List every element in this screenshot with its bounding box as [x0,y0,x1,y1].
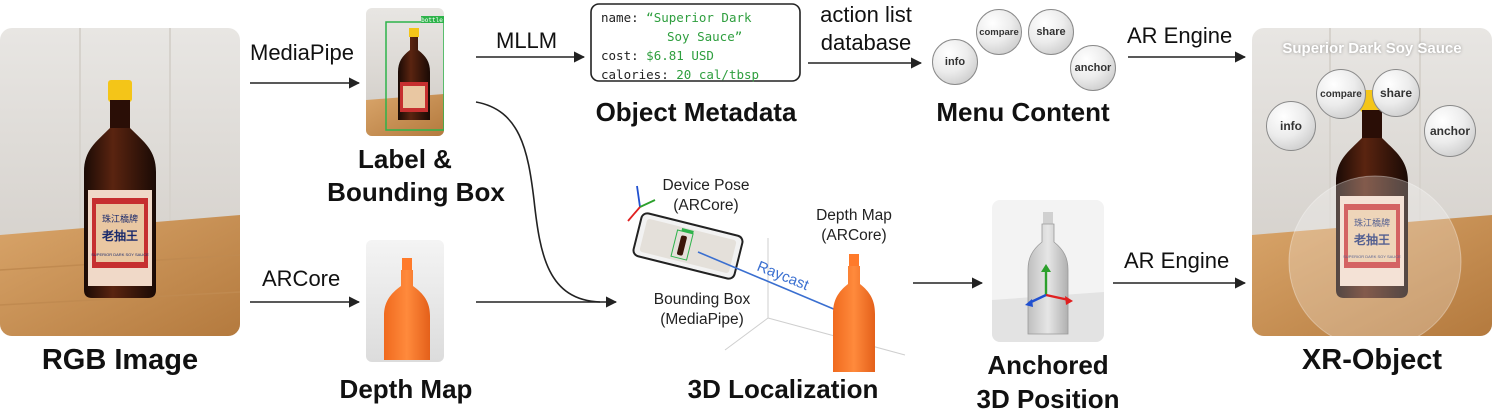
stage-menu-content: Menu Content [936,97,1110,127]
device-pose-label-2: (ARCore) [673,197,739,214]
metadata-calories-key: calories: [601,67,669,82]
bbox-mediapipe-label-1: Bounding Box [653,291,751,308]
metadata-content: name: “Superior Dark Soy Sauce” cost: $6… [601,8,797,84]
xr-info-label: info [1280,119,1302,133]
stage-anchored-1: Anchored [987,350,1109,380]
stage-label-bbox-1: Label & [358,144,452,174]
depth-map-arcore-label-2: (ARCore) [821,227,887,244]
xr-object-photo: 珠江橋牌 老抽王 SUPERIOR DARK SOY SAUCE [1252,28,1492,336]
menu-anchor-label: anchor [1074,62,1112,74]
device-pose-label-1: Device Pose [662,177,750,194]
detection-class-label: bottle [421,17,443,24]
metadata-name-value-2: Soy Sauce” [667,29,743,44]
xr-anchor-label: anchor [1429,124,1470,138]
edge-action-list-1: action list [820,2,912,27]
stage-xr-object: XR-Object [1301,344,1443,376]
metadata-calories-value: 20 cal/tbsp [676,67,760,82]
stage-3d-localization: 3D Localization [687,374,879,404]
raycast-label: Raycast [755,258,812,294]
stage-object-metadata: Object Metadata [595,97,797,127]
metadata-name-cont-row: Soy Sauce” [601,27,797,46]
xr-bottle-chinese-1: 珠江橋牌 [1354,217,1390,229]
xr-share-bubble[interactable]: share [1372,69,1420,117]
rgb-bottle-english: SUPERIOR DARK SOY SAUCE [91,252,149,257]
edge-action-list-2: database [820,30,912,55]
menu-compare-bubble[interactable]: compare [976,9,1022,55]
metadata-box [590,3,801,82]
edge-arcore: ARCore [262,266,341,291]
menu-anchor-bubble[interactable]: anchor [1070,45,1116,91]
menu-info-bubble[interactable]: info [932,39,978,85]
anchored-position-panel [992,200,1104,342]
edge-mllm: MLLM [496,28,558,53]
xr-compare-label: compare [1320,88,1362,100]
stage-depth-map: Depth Map [339,374,473,404]
xr-info-bubble[interactable]: info [1266,101,1316,151]
xr-anchor-bubble[interactable]: anchor [1424,105,1476,157]
rgb-bottle-chinese-2: 老抽王 [102,228,138,243]
edge-ar-engine-bottom: AR Engine [1124,248,1230,273]
depth-map-arcore-label-1: Depth Map [816,207,892,224]
bbox-to-localization-curve [475,101,601,303]
xr-share-label: share [1379,86,1413,100]
xr-bottle-chinese-2: 老抽王 [1354,232,1390,247]
xr-bottle-english: SUPERIOR DARK SOY SAUCE [1343,254,1401,259]
xr-anchor-halo [1288,175,1462,336]
rgb-image-photo: 珠江橋牌 老抽王 SUPERIOR DARK SOY SAUCE [0,28,240,336]
menu-share-bubble[interactable]: share [1028,9,1074,55]
depth-map-thumbnail [366,240,444,362]
menu-share-label: share [1036,26,1066,38]
metadata-name-key: name: [601,10,639,25]
menu-compare-label: compare [979,26,1019,38]
bounding-box-thumbnail: bottle [366,8,444,136]
stage-anchored-2: 3D Position [976,384,1120,414]
menu-info-label: info [944,56,966,68]
metadata-cost-row: cost: $6.81 USD [601,46,797,65]
xr-compare-bubble[interactable]: compare [1316,69,1366,119]
stage-rgb-image: RGB Image [41,344,199,376]
metadata-cost-value: $6.81 USD [646,48,714,63]
edge-ar-engine-top: AR Engine [1127,23,1233,48]
metadata-name-value-1: “Superior Dark [646,10,752,25]
metadata-name-row: name: “Superior Dark [601,8,797,27]
stage-label-bbox-2: Bounding Box [327,177,505,207]
bbox-mediapipe-label-2: (MediaPipe) [660,311,744,328]
xr-overlay-title: Superior Dark Soy Sauce [1282,40,1462,57]
rgb-bottle-chinese-1: 珠江橋牌 [102,213,138,225]
localization-scene [627,185,906,372]
metadata-cost-key: cost: [601,48,639,63]
metadata-calories-row: calories: 20 cal/tbsp [601,65,797,84]
edge-mediapipe: MediaPipe [250,40,354,65]
